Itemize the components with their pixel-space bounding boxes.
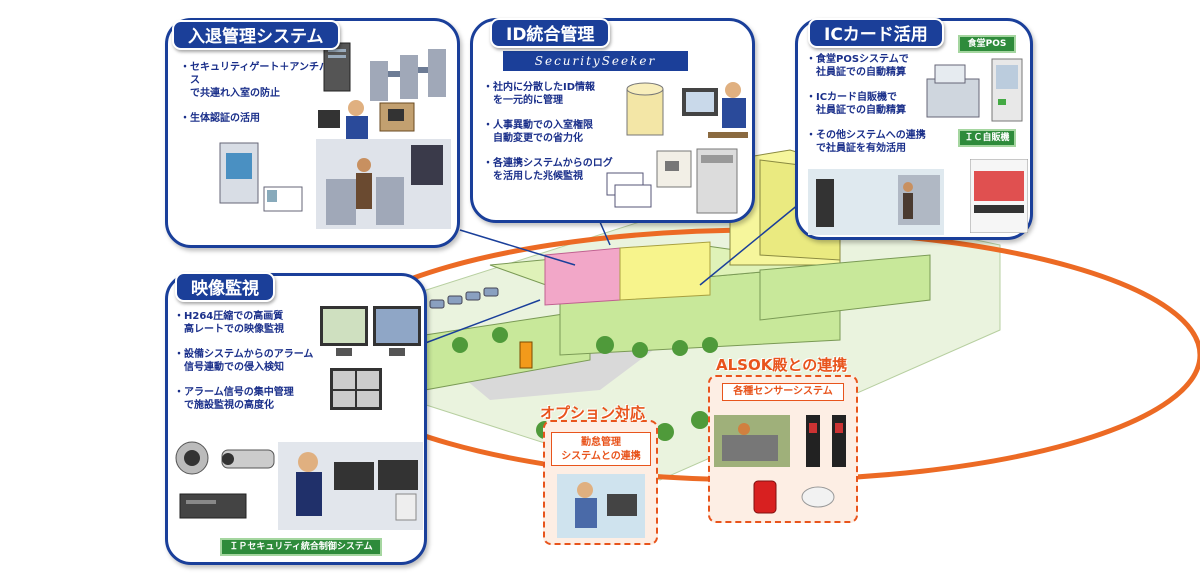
panel-entry-title: 入退管理システム <box>172 20 340 50</box>
option-box: 勤怠管理 システムとの連携 <box>543 420 658 545</box>
car-icon <box>429 287 499 309</box>
card-reader-icon <box>219 142 259 204</box>
attendance-integration-label: 勤怠管理 システムとの連携 <box>551 432 651 466</box>
cafeteria-scene <box>808 169 944 235</box>
ic-feature-item: 食堂POSシステムで 社員証での自動精算 <box>806 53 926 79</box>
video-feature-list: H264圧縮での高画質 高レートでの映像監視 設備システムからのアラーム 信号連… <box>174 310 324 424</box>
beam-sensor-icon <box>806 415 846 467</box>
id-feature-item: 社内に分散したID情報 を一元的に管理 <box>483 81 623 107</box>
security-gate-scene <box>316 139 451 229</box>
tag-cafeteria-pos: 食堂POS <box>958 35 1016 53</box>
sensor-systems-label: 各種センサーシステム <box>722 383 844 401</box>
id-card-icon <box>263 186 303 212</box>
building-right-wing <box>759 254 931 321</box>
recorder-icon <box>179 493 247 519</box>
sensor-icon <box>714 415 790 467</box>
id-card-icon <box>606 172 652 208</box>
panel-video-monitoring: H264圧縮での高画質 高レートでの映像監視 設備システムからのアラーム 信号連… <box>165 273 427 565</box>
id-feature-item: 人事異動での入室権限 自動変更での省力化 <box>483 119 623 145</box>
panel-id-management: SecuritySeeker 社内に分散したID情報 を一元的に管理 人事異動で… <box>470 18 755 223</box>
option-title: オプション対応 <box>540 404 646 422</box>
connector-line <box>459 229 576 266</box>
video-feature-item: アラーム信号の集中管理 で施設監視の高度化 <box>174 386 324 412</box>
id-feature-item: 各連携システムからのログ を活用した兆候監視 <box>483 157 623 183</box>
panel-video-title: 映像監視 <box>175 272 275 302</box>
server-icon <box>626 82 664 136</box>
ic-feature-list: 食堂POSシステムで 社員証での自動精算 ICカード自販機で 社員証での自動精算… <box>806 53 926 167</box>
connector-line <box>599 221 611 246</box>
fingerprint-reader-icon <box>379 102 415 132</box>
pos-terminal-icon <box>926 64 980 118</box>
entry-feature-list: セキュリティゲート＋アンチパス で共連れ入室の防止 生体認証の活用 <box>180 61 330 137</box>
entry-feature-item: 生体認証の活用 <box>180 112 330 125</box>
monitor-icon <box>320 306 421 356</box>
panel-entry-exit: セキュリティゲート＋アンチパス で共連れ入室の防止 生体認証の活用 <box>165 18 460 248</box>
video-feature-item: H264圧縮での高画質 高レートでの映像監視 <box>174 310 324 336</box>
camera-icon <box>175 441 275 475</box>
room-pink <box>544 247 621 306</box>
pc-user-icon <box>318 100 368 140</box>
card-reader-icon <box>656 150 692 188</box>
connector-line <box>419 299 541 346</box>
alsok-box: 各種センサーシステム <box>708 375 858 523</box>
monitor-icon <box>330 368 382 410</box>
vending-machine-icon <box>991 58 1023 122</box>
smoke-detector-icon <box>801 486 835 508</box>
pc-user-icon <box>682 82 748 138</box>
entrance-gate <box>519 341 533 369</box>
vending-machine-icon <box>970 159 1028 233</box>
tag-ic-vending: ＩＣ自販機 <box>958 129 1016 147</box>
video-feature-item: 設備システムからのアラーム 信号連動での侵入検知 <box>174 348 324 374</box>
siren-icon <box>753 480 777 514</box>
printer-icon <box>696 148 738 214</box>
ic-feature-item: ICカード自販機で 社員証での自動精算 <box>806 91 926 117</box>
ic-feature-item: その他システムへの連携 で社員証を有効活用 <box>806 129 926 155</box>
ip-security-system-label: ＩＰセキュリティ統合制御システム <box>220 538 382 556</box>
panel-ic-card: 食堂POSシステムで 社員証での自動精算 ICカード自販機で 社員証での自動精算… <box>795 18 1033 240</box>
panel-id-title: ID統合管理 <box>490 18 611 48</box>
securityseeker-logo: SecuritySeeker <box>503 51 688 71</box>
entry-feature-item: セキュリティゲート＋アンチパス で共連れ入室の防止 <box>180 61 330 100</box>
panel-ic-title: ICカード活用 <box>808 18 944 48</box>
security-gate-icon <box>370 49 446 101</box>
room-yellow <box>619 241 711 301</box>
pc-user-icon <box>557 474 645 538</box>
connector-line <box>699 194 811 286</box>
id-feature-list: 社内に分散したID情報 を一元的に管理 人事異動での入室権限 自動変更での省力化… <box>483 81 623 195</box>
alsok-title: ALSOK殿との連携 <box>716 356 848 374</box>
guard-icon <box>278 442 423 530</box>
